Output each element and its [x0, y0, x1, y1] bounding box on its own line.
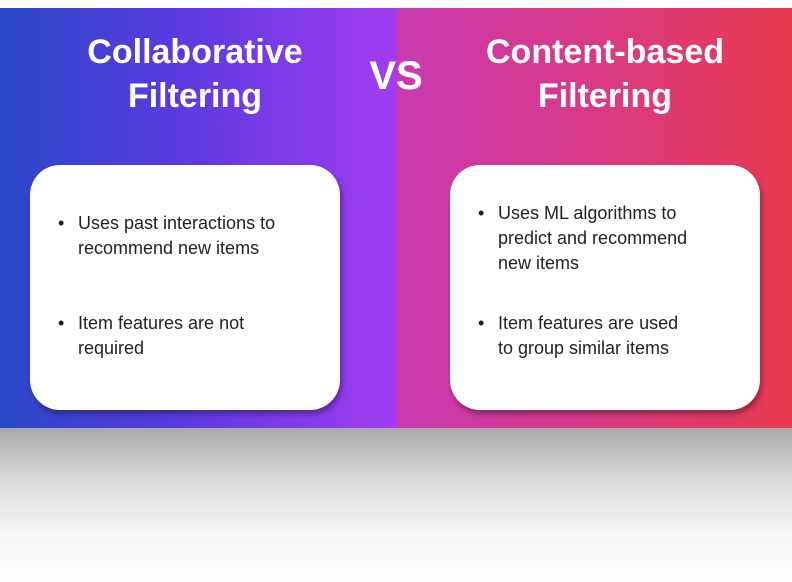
- bullet-line: Item features are used: [498, 313, 679, 333]
- bullet-line: predict and recommend: [498, 228, 688, 248]
- bullet-item: Item features are used to group similar …: [478, 311, 768, 361]
- vs-label: VS: [369, 54, 423, 98]
- bullet-line: to group similar items: [498, 338, 670, 358]
- title-line: Filtering: [127, 77, 263, 115]
- bullet-line: required: [78, 338, 145, 358]
- collaborative-filtering-card: Uses past interactions to recommend new …: [30, 165, 340, 410]
- bullet-line: Item features are not: [78, 313, 245, 333]
- bullet-line: recommend new items: [78, 238, 260, 258]
- bullet-line: Uses past interactions to: [78, 213, 276, 233]
- content-based-filtering-card: Uses ML algorithms to predict and recomm…: [450, 165, 760, 410]
- content-based-filtering-title: Content-based Filtering: [440, 30, 770, 118]
- collaborative-filtering-title: Collaborative Filtering: [40, 30, 350, 118]
- title-line: Content-based: [486, 33, 724, 71]
- bullet-line: new items: [498, 253, 580, 273]
- bullet-item: Uses past interactions to recommend new …: [58, 211, 348, 261]
- bullet-item: Uses ML algorithms to predict and recomm…: [478, 201, 768, 276]
- title-line: Collaborative: [87, 33, 303, 71]
- title-line: Filtering: [537, 77, 673, 115]
- bullet-item: Item features are not required: [58, 311, 348, 361]
- floor-reflection: [0, 428, 792, 582]
- bullet-line: Uses ML algorithms to: [498, 203, 677, 223]
